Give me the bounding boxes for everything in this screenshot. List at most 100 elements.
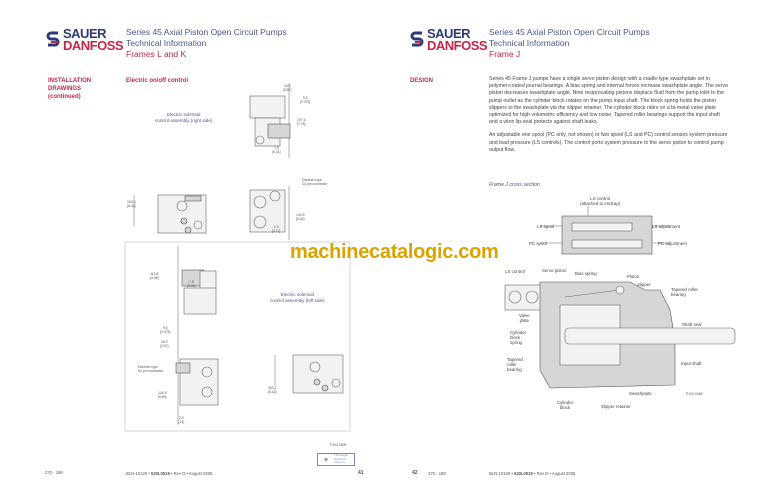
paragraph: An adjustable one spool (PC only, not sh… — [489, 132, 728, 153]
caption-line: control assembly (right side) — [155, 118, 213, 123]
header-technical: Technical Information — [126, 38, 207, 48]
dim-label: 9.5[0.375] — [300, 96, 310, 104]
dim-value: [0.31] — [272, 150, 281, 154]
label-pc-spool: PC spool — [529, 241, 547, 246]
label-line: Cylinder — [557, 400, 574, 405]
dim-value: [0.375] — [300, 100, 311, 104]
doc-rev: • Rev D • August 2005 — [532, 471, 576, 476]
dim-value: 144.5 — [158, 391, 167, 395]
label-ls-adjustment: LS adjustment — [652, 224, 681, 229]
installation-drawings — [124, 83, 351, 432]
projection-icon: ◈ — [323, 457, 329, 463]
logo-text-danfoss: DANFOSS — [63, 38, 124, 53]
dim-label: 163.2[6.42] — [268, 386, 277, 394]
dim-value: 7.8 — [273, 146, 279, 150]
section-title: INSTALLATION DRAWINGS (continued) — [48, 77, 91, 101]
section-line: DRAWINGS — [48, 86, 81, 92]
dim-value: 197.6 — [297, 118, 306, 122]
dim-value: 113.8 — [150, 272, 159, 276]
dim-value: [5.69] — [158, 395, 167, 399]
footer-doc: BLN-10128 • 520L0519 • Rev D • August 20… — [489, 471, 575, 476]
label-slipper-retainer: Slipper retainer — [601, 404, 631, 409]
logo-text-sauer: SAUER — [427, 26, 471, 41]
dim-value: 9.5 — [162, 326, 168, 330]
caption-line: Electric solenoid — [280, 292, 315, 297]
label-line: Valve — [519, 313, 530, 318]
footer-code: 270 - 199 — [428, 471, 446, 476]
label-slipper: Slipper — [637, 282, 651, 287]
caption-line: Electric solenoid — [167, 112, 201, 117]
dim-label: 9.5[0.375] — [160, 326, 170, 334]
dim-value: Deutsch type — [138, 365, 158, 369]
label-ls-spool: LS spool — [537, 224, 555, 229]
dim-value: DJ pin connector — [302, 182, 328, 186]
dim-value: [0.375] — [160, 330, 171, 334]
cross-section-drawing — [504, 206, 736, 389]
logo-text-sauer: SAUER — [63, 26, 107, 41]
label-line: bearing — [671, 292, 686, 297]
header-series: Series 45 Axial Piston Open Circuit Pump… — [126, 27, 287, 37]
header-technical: Technical Information — [489, 38, 570, 48]
doc-code: 520L0519 — [513, 471, 533, 476]
dim-label: 140.5[5.44] — [296, 213, 305, 221]
label-line: block — [559, 405, 571, 410]
header-frames: Frames L and K — [126, 49, 187, 59]
section-title: DESIGN — [410, 78, 434, 84]
logo-mark-icon — [410, 31, 424, 47]
doc-number: BLN-10128 • — [489, 471, 514, 476]
dim-value: 16.9 — [283, 84, 291, 88]
label-shaft-seal: Shaft seal — [682, 322, 702, 327]
label-line: bearing — [507, 367, 522, 372]
label-ls-control-top: LS control(attached to endcap) — [580, 196, 620, 206]
dim-label: 2.9[.11] — [178, 416, 184, 424]
dim-value: 163.2 — [268, 386, 277, 390]
paragraph: Series 45 Frame J pumps have a single se… — [489, 76, 728, 126]
label-piston: Piston — [627, 274, 640, 279]
label-bias-spring: Bias spring — [575, 271, 597, 276]
label-servo-piston: Servo piston — [542, 268, 567, 273]
figure-title: Frame J cross section — [489, 182, 540, 188]
dim-value: [0.11] — [272, 229, 281, 233]
dim-value: [5.44] — [296, 217, 305, 221]
dim-label: 2.9[0.11] — [272, 225, 280, 233]
dim-value: [6.42] — [268, 390, 277, 394]
page-number: 42 — [412, 470, 418, 476]
figure-id: P104 180E — [330, 443, 347, 447]
label-line: (attached to endcap) — [580, 201, 621, 206]
doc-rev: • Rev D • August 2005 — [169, 471, 213, 476]
label-line: roller — [507, 362, 517, 367]
caption-line: control assembly (left side) — [270, 298, 325, 303]
label-line: spring — [510, 340, 522, 345]
dim-value: 140.5 — [296, 213, 305, 217]
logo-mark-icon — [46, 31, 60, 47]
dim-value: [4.48] — [150, 276, 159, 280]
projection-text: view (or) — [334, 460, 345, 465]
dim-value: 9.5 — [302, 96, 308, 100]
right-page-header: Series 45 Axial Piston Open Circuit Pump… — [489, 27, 650, 60]
label-ls-control: LS control — [505, 269, 525, 274]
label-line: plate — [519, 318, 530, 323]
design-text: Series 45 Frame J pumps have a single se… — [489, 76, 729, 154]
dim-value: [0.67] — [283, 88, 292, 92]
label-line: Cylinder — [510, 330, 527, 335]
dim-label: 7.8[0.31] — [187, 280, 195, 288]
page-number: 41 — [358, 470, 364, 476]
label-line: block — [510, 335, 521, 340]
dim-value: 2.9 — [273, 225, 279, 229]
dim-value: [7.78] — [297, 122, 306, 126]
header-frame: Frame J — [489, 49, 521, 59]
doc-number: BLN-10128 • — [126, 471, 151, 476]
footer-code: 270 - 198 — [45, 470, 63, 475]
label-line: Tapered roller — [671, 287, 698, 292]
dim-value: 163.0 — [127, 200, 136, 204]
header-series: Series 45 Axial Piston Open Circuit Pump… — [489, 27, 650, 37]
